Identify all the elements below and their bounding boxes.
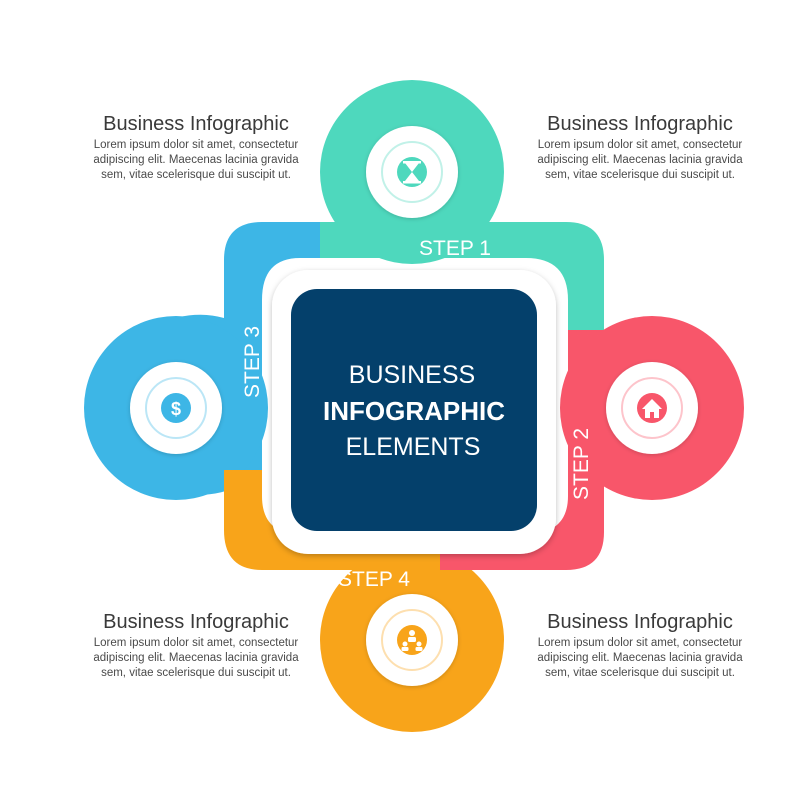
text-block-bottom-left: Business Infographic Lorem ipsum dolor s…	[66, 610, 326, 681]
step-3-band: $	[84, 222, 360, 500]
step-2-label: STEP 2	[570, 428, 593, 500]
text-block-line-1: Lorem ipsum dolor sit amet, consectetur	[537, 637, 743, 649]
team-icon	[397, 625, 427, 655]
text-block-top-left: Business Infographic Lorem ipsum dolor s…	[66, 112, 326, 183]
step-2-band	[440, 316, 744, 570]
text-block-top-right: Business Infographic Lorem ipsum dolor s…	[510, 112, 770, 183]
step-3-label: STEP 3	[241, 326, 264, 398]
text-block-line-1: Lorem ipsum dolor sit amet, consectetur	[537, 139, 743, 151]
text-block-line-1: Lorem ipsum dolor sit amet, consectetur	[93, 637, 299, 649]
center-title-line-1: BUSINESS	[349, 361, 475, 389]
house-icon	[637, 393, 667, 423]
center-square	[291, 289, 537, 531]
step-1-band	[320, 80, 604, 330]
center-title-line-2: INFOGRAPHIC	[323, 396, 505, 426]
text-block-line-2: adipiscing elit. Maecenas lacinia gravid…	[93, 154, 299, 166]
text-block-line-2: adipiscing elit. Maecenas lacinia gravid…	[537, 154, 743, 166]
hourglass-icon	[397, 157, 427, 187]
text-block-line-3: sem, vitae scelerisque dui suscipit ut.	[545, 169, 735, 181]
text-block-line-3: sem, vitae scelerisque dui suscipit ut.	[545, 667, 735, 679]
center-title-line-3: ELEMENTS	[346, 433, 481, 461]
text-block-title: Business Infographic	[103, 611, 289, 633]
svg-text:$: $	[171, 399, 181, 419]
step-4-label: STEP 4	[338, 568, 410, 591]
text-block-title: Business Infographic	[103, 113, 289, 135]
text-block-line-2: adipiscing elit. Maecenas lacinia gravid…	[93, 652, 299, 664]
step-1-label: STEP 1	[419, 237, 491, 260]
dollar-coin-icon: $	[161, 393, 191, 423]
center-panel: BUSINESS INFOGRAPHIC ELEMENTS	[272, 270, 556, 554]
text-block-bottom-right: Business Infographic Lorem ipsum dolor s…	[510, 610, 770, 681]
text-block-line-3: sem, vitae scelerisque dui suscipit ut.	[101, 667, 291, 679]
text-block-title: Business Infographic	[547, 113, 733, 135]
text-block-line-2: adipiscing elit. Maecenas lacinia gravid…	[537, 652, 743, 664]
text-block-title: Business Infographic	[547, 611, 733, 633]
text-block-line-3: sem, vitae scelerisque dui suscipit ut.	[101, 169, 291, 181]
text-block-line-1: Lorem ipsum dolor sit amet, consectetur	[93, 139, 299, 151]
